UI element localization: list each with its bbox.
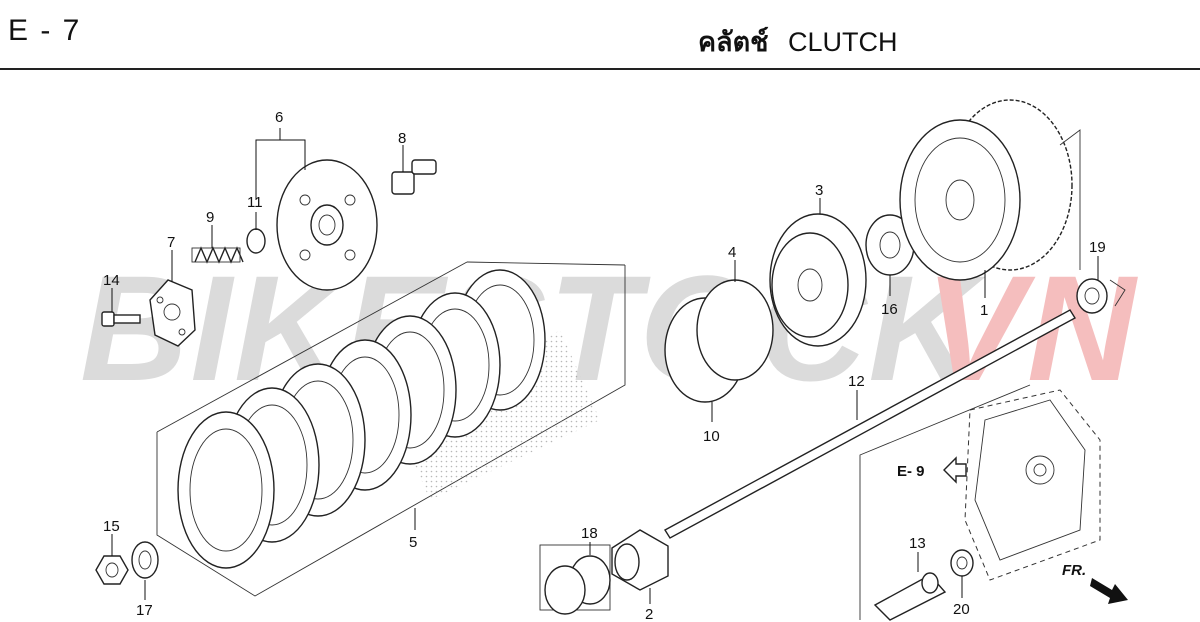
outer-bracket <box>1059 129 1081 270</box>
left-arrow-icon <box>943 456 967 484</box>
callout-6: 6 <box>275 109 283 126</box>
slave-cylinder-reference <box>859 384 1101 620</box>
clutch-center <box>769 213 867 347</box>
reference-e9: E- 9 <box>897 456 967 484</box>
callout-5: 5 <box>409 534 417 551</box>
callout-4: 4 <box>728 244 736 261</box>
front-direction: FR. <box>1062 562 1128 604</box>
front-arrow-icon <box>1090 578 1128 604</box>
callout-12: 12 <box>848 373 865 390</box>
callout-1: 1 <box>980 302 988 319</box>
callout-14: 14 <box>103 272 120 289</box>
clutch-spring <box>191 246 244 264</box>
slave-piston <box>873 572 947 621</box>
lifter-bolt <box>101 311 141 327</box>
page-title: คลัตช์ CLUTCH <box>698 20 898 63</box>
callout-13: 13 <box>909 535 926 552</box>
lock-washer <box>131 541 159 579</box>
callout-2: 2 <box>645 606 653 622</box>
lock-nut <box>95 555 129 585</box>
plate-stack-frame <box>156 261 626 597</box>
callout-19: 19 <box>1089 239 1106 256</box>
lifter-plate <box>149 279 196 347</box>
needle-bearing <box>539 544 611 615</box>
bearing-bracket <box>1109 279 1126 307</box>
clutch-outer <box>899 99 1073 281</box>
reference-label: E- 9 <box>897 463 925 480</box>
circlip <box>246 228 266 254</box>
callout-3: 3 <box>815 182 823 199</box>
callout-labels: 1 2 3 4 5 6 7 8 9 10 11 12 13 14 15 16 1… <box>103 109 1106 622</box>
pressure-plate <box>276 159 378 291</box>
clutch-ring-set <box>664 279 774 403</box>
flange-bolt <box>391 159 437 195</box>
exploded-parts-diagram: BIKESTOCK VN <box>80 99 1136 622</box>
collar <box>611 529 669 591</box>
callout-11: 11 <box>247 194 263 211</box>
callout-15: 15 <box>103 518 120 535</box>
callout-18: 18 <box>581 525 598 542</box>
callout-16: 16 <box>881 301 898 318</box>
page-code: E - 7 <box>8 14 82 47</box>
direction-label: FR. <box>1062 562 1086 579</box>
callout-20: 20 <box>953 601 970 618</box>
callout-9: 9 <box>206 209 214 226</box>
title-english: CLUTCH <box>787 27 898 57</box>
callout-8: 8 <box>398 130 406 147</box>
callout-10: 10 <box>703 428 720 445</box>
callout-7: 7 <box>167 234 175 251</box>
ball-bearing <box>1076 278 1108 314</box>
push-rod <box>664 309 1076 539</box>
title-thai: คลัตช์ <box>698 27 769 58</box>
clutch-disc-stack <box>177 269 546 569</box>
callout-17: 17 <box>136 602 153 619</box>
leader-lines <box>111 128 1099 604</box>
page-header: E - 7 คลัตช์ CLUTCH <box>0 0 1200 70</box>
oil-seal <box>950 549 974 577</box>
